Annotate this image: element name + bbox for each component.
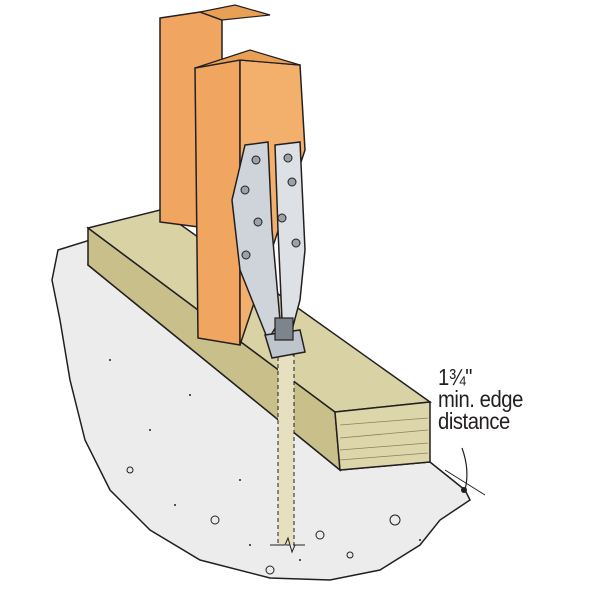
annotation-line-2: distance [438,408,510,434]
bracket-nail-holes [240,153,301,260]
post-base-bracket-right [274,141,306,332]
concrete-speckles [109,359,421,575]
dimension-value: 1¾" [438,364,473,390]
anchor-bolt [277,354,295,546]
sill-plate-end [334,401,431,471]
annotation-line-1: min. edge [438,386,523,412]
dimension-leader [461,447,468,491]
edge-distance-annotation: 1¾" min. edge distance [438,364,523,434]
anchor-nut [274,317,294,341]
